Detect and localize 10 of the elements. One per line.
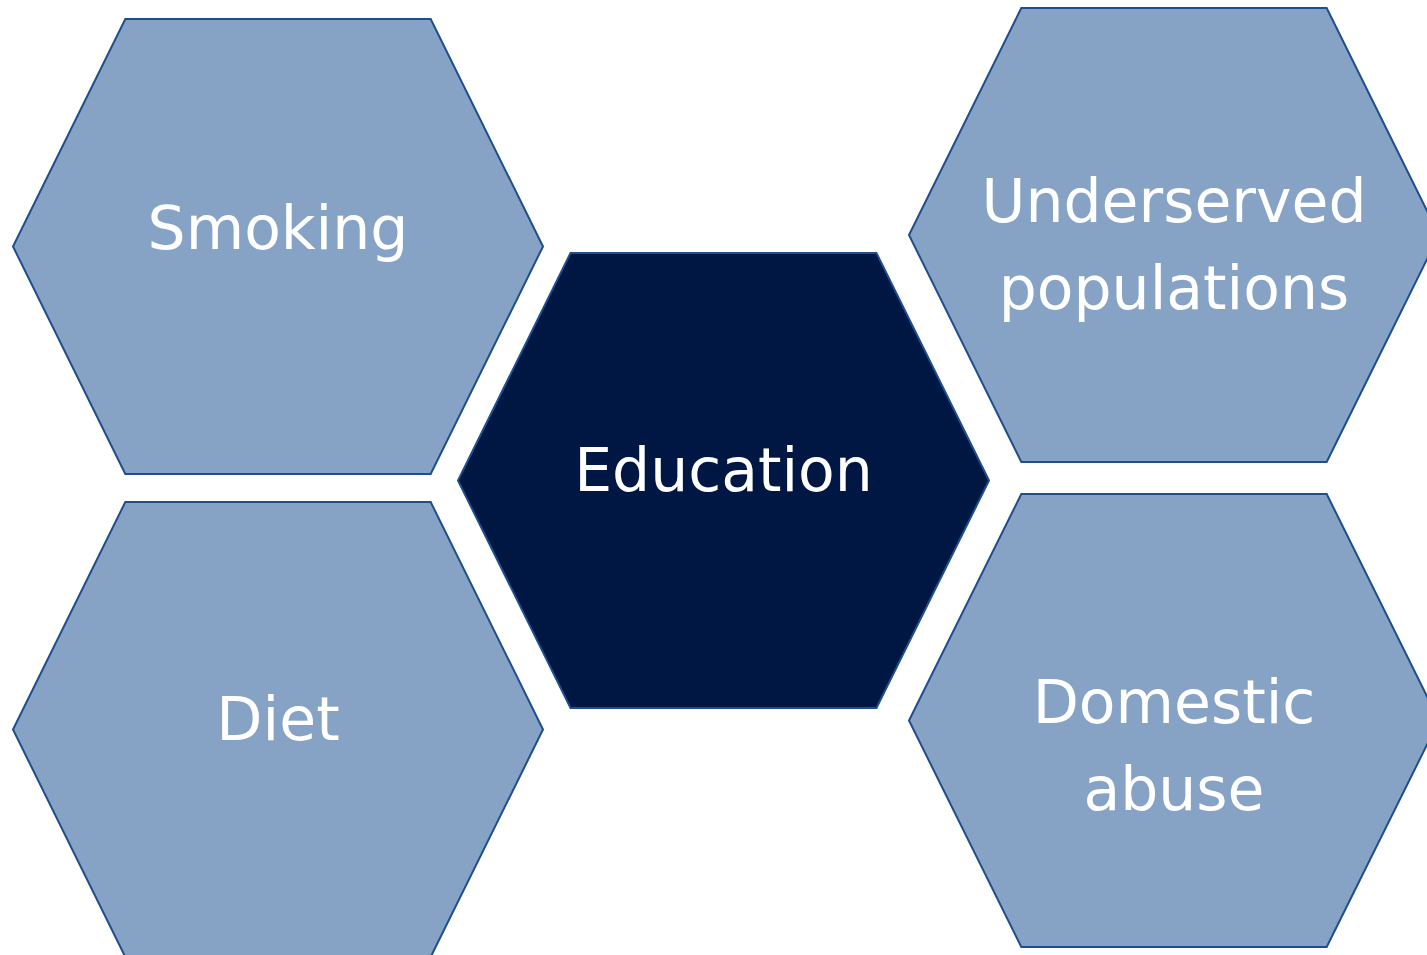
tile-label: Education <box>574 434 873 507</box>
hexagon-tile <box>908 493 1427 948</box>
hexagon-tile <box>12 501 544 955</box>
hexagon-tile <box>457 252 990 709</box>
tile-label: Smoking <box>147 192 409 265</box>
tile-label: Underserved populations <box>980 165 1368 325</box>
hexagon-tile <box>908 7 1427 463</box>
tile-label: Domestic abuse <box>1031 665 1317 826</box>
hexagon-tile <box>12 18 544 475</box>
tile-label: Diet <box>216 683 340 756</box>
